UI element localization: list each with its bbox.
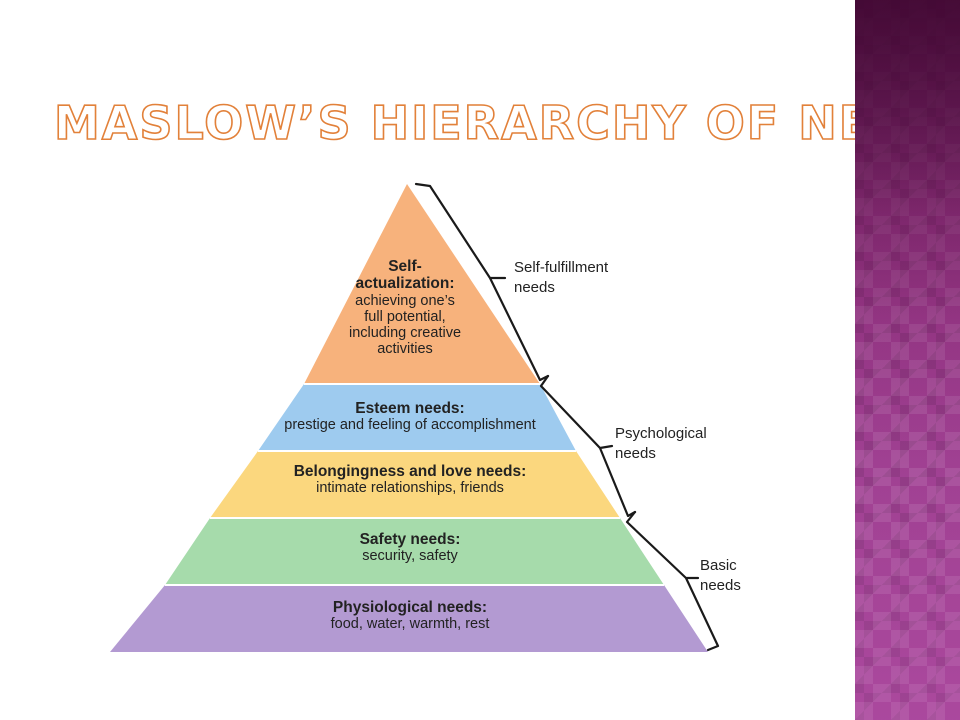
tier-description: intimate relationships, friends: [316, 480, 504, 497]
tier-name: Belongingness and love needs:: [293, 463, 527, 480]
tier-label-self-actualization: Self- actualization: achieving one’s ful…: [300, 258, 510, 358]
tier-name: Esteem needs:: [355, 400, 465, 417]
tier-description: prestige and feeling of accomplishment: [284, 417, 536, 434]
tier-label-physiological: Physiological needs: food, water, warmth…: [220, 599, 600, 633]
tier-label-safety: Safety needs: security, safety: [240, 531, 580, 565]
bracket-self-fulfillment: [414, 182, 550, 382]
tier-description: food, water, warmth, rest: [330, 616, 490, 633]
tier-self-actualization: [304, 184, 540, 384]
bracket-basic: [625, 510, 720, 652]
tier-safety: [165, 518, 664, 585]
tier-name: Safety needs:: [359, 531, 461, 548]
decorative-side-strip: [855, 0, 960, 720]
group-label-self-fulfillment: Self-fulfillment needs: [514, 259, 609, 296]
tier-esteem: [258, 384, 576, 451]
tier-physiological: [110, 585, 708, 652]
tier-label-belongingness: Belongingness and love needs: intimate r…: [195, 463, 625, 497]
group-label-psychological: Psychological needs: [615, 425, 707, 462]
tier-name: Physiological needs:: [332, 599, 488, 616]
tier-label-esteem: Esteem needs: prestige and feeling of ac…: [230, 400, 590, 434]
tier-name: Self- actualization:: [355, 258, 455, 293]
tier-description: achieving one’s full potential, includin…: [348, 292, 462, 358]
slide-title: MASLOW’S HIERARCHY OF NEEDS: [53, 95, 960, 151]
group-label-basic: Basic needs: [700, 557, 741, 594]
tier-separators: [165, 383, 664, 586]
tier-belongingness: [210, 451, 620, 518]
tier-description: security, safety: [362, 548, 458, 565]
